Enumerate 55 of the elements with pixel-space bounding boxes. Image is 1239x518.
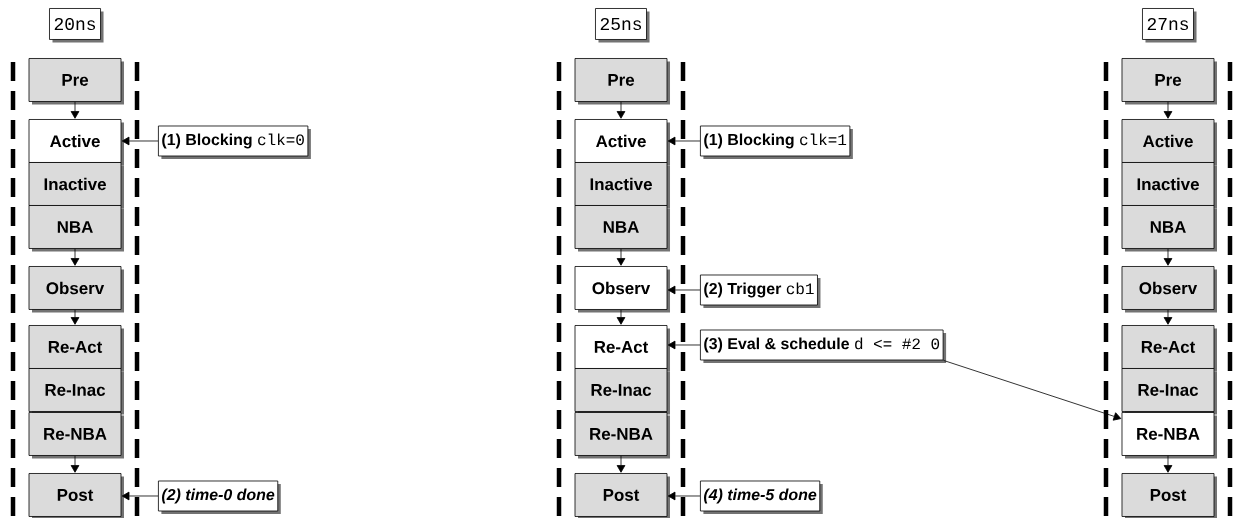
arrow [121, 136, 159, 146]
region-box: Re-Act [574, 325, 670, 372]
flow-arrow [70, 455, 80, 473]
region-box: Observ [1121, 266, 1217, 313]
flow-arrow [1163, 248, 1173, 266]
event-note: (1) Blocking clk=1 [700, 125, 853, 159]
region-box: Inactive [1121, 162, 1217, 209]
region-box: Re-Act [28, 325, 124, 372]
region-box: Observ [28, 266, 124, 313]
arrow [667, 136, 701, 146]
region-box: Re-Inac [574, 368, 670, 415]
flow-arrow [1163, 101, 1173, 119]
region-box: Re-NBA [28, 412, 124, 459]
region-box: Pre [28, 58, 124, 105]
region-box: Inactive [574, 162, 670, 209]
region-box: Re-Inac [1121, 368, 1217, 415]
region-box: Observ [574, 266, 670, 313]
event-note: (4) time-5 done [700, 480, 823, 514]
event-note: (1) Blocking clk=0 [158, 125, 311, 159]
flow-arrow [1163, 455, 1173, 473]
region-box: Pre [1121, 58, 1217, 105]
region-box: Active [28, 119, 124, 166]
time-label: 20ns [49, 8, 104, 43]
flow-arrow [616, 248, 626, 266]
region-box: Re-NBA [574, 412, 670, 459]
region-box: NBA [1121, 205, 1217, 252]
region-box: NBA [28, 205, 124, 252]
flow-arrow [616, 101, 626, 119]
region-box: NBA [574, 205, 670, 252]
flow-arrow [616, 455, 626, 473]
arrow [667, 491, 701, 501]
event-note: (3) Eval & schedule d <= #2 0 [700, 329, 947, 363]
region-box: Re-Act [1121, 325, 1217, 372]
flow-arrow [70, 248, 80, 266]
region-box: Post [28, 473, 124, 518]
region-box: Post [574, 473, 670, 518]
arrow [667, 340, 701, 350]
region-box: Post [1121, 473, 1217, 518]
event-note: (2) time-0 done [158, 480, 281, 514]
region-box: Re-NBA [1121, 412, 1217, 459]
flow-arrow [70, 309, 80, 325]
region-box: Inactive [28, 162, 124, 209]
region-box: Active [574, 119, 670, 166]
arrow [121, 491, 159, 501]
region-box: Active [1121, 119, 1217, 166]
event-note: (2) Trigger cb1 [700, 274, 821, 308]
flow-arrow [70, 101, 80, 119]
region-box: Pre [574, 58, 670, 105]
region-box: Re-Inac [28, 368, 124, 415]
flow-arrow [1163, 309, 1173, 325]
arrow [943, 360, 1122, 421]
flow-arrow [616, 309, 626, 325]
arrow [667, 285, 701, 295]
time-label: 25ns [595, 8, 650, 43]
time-label: 27ns [1142, 8, 1197, 43]
